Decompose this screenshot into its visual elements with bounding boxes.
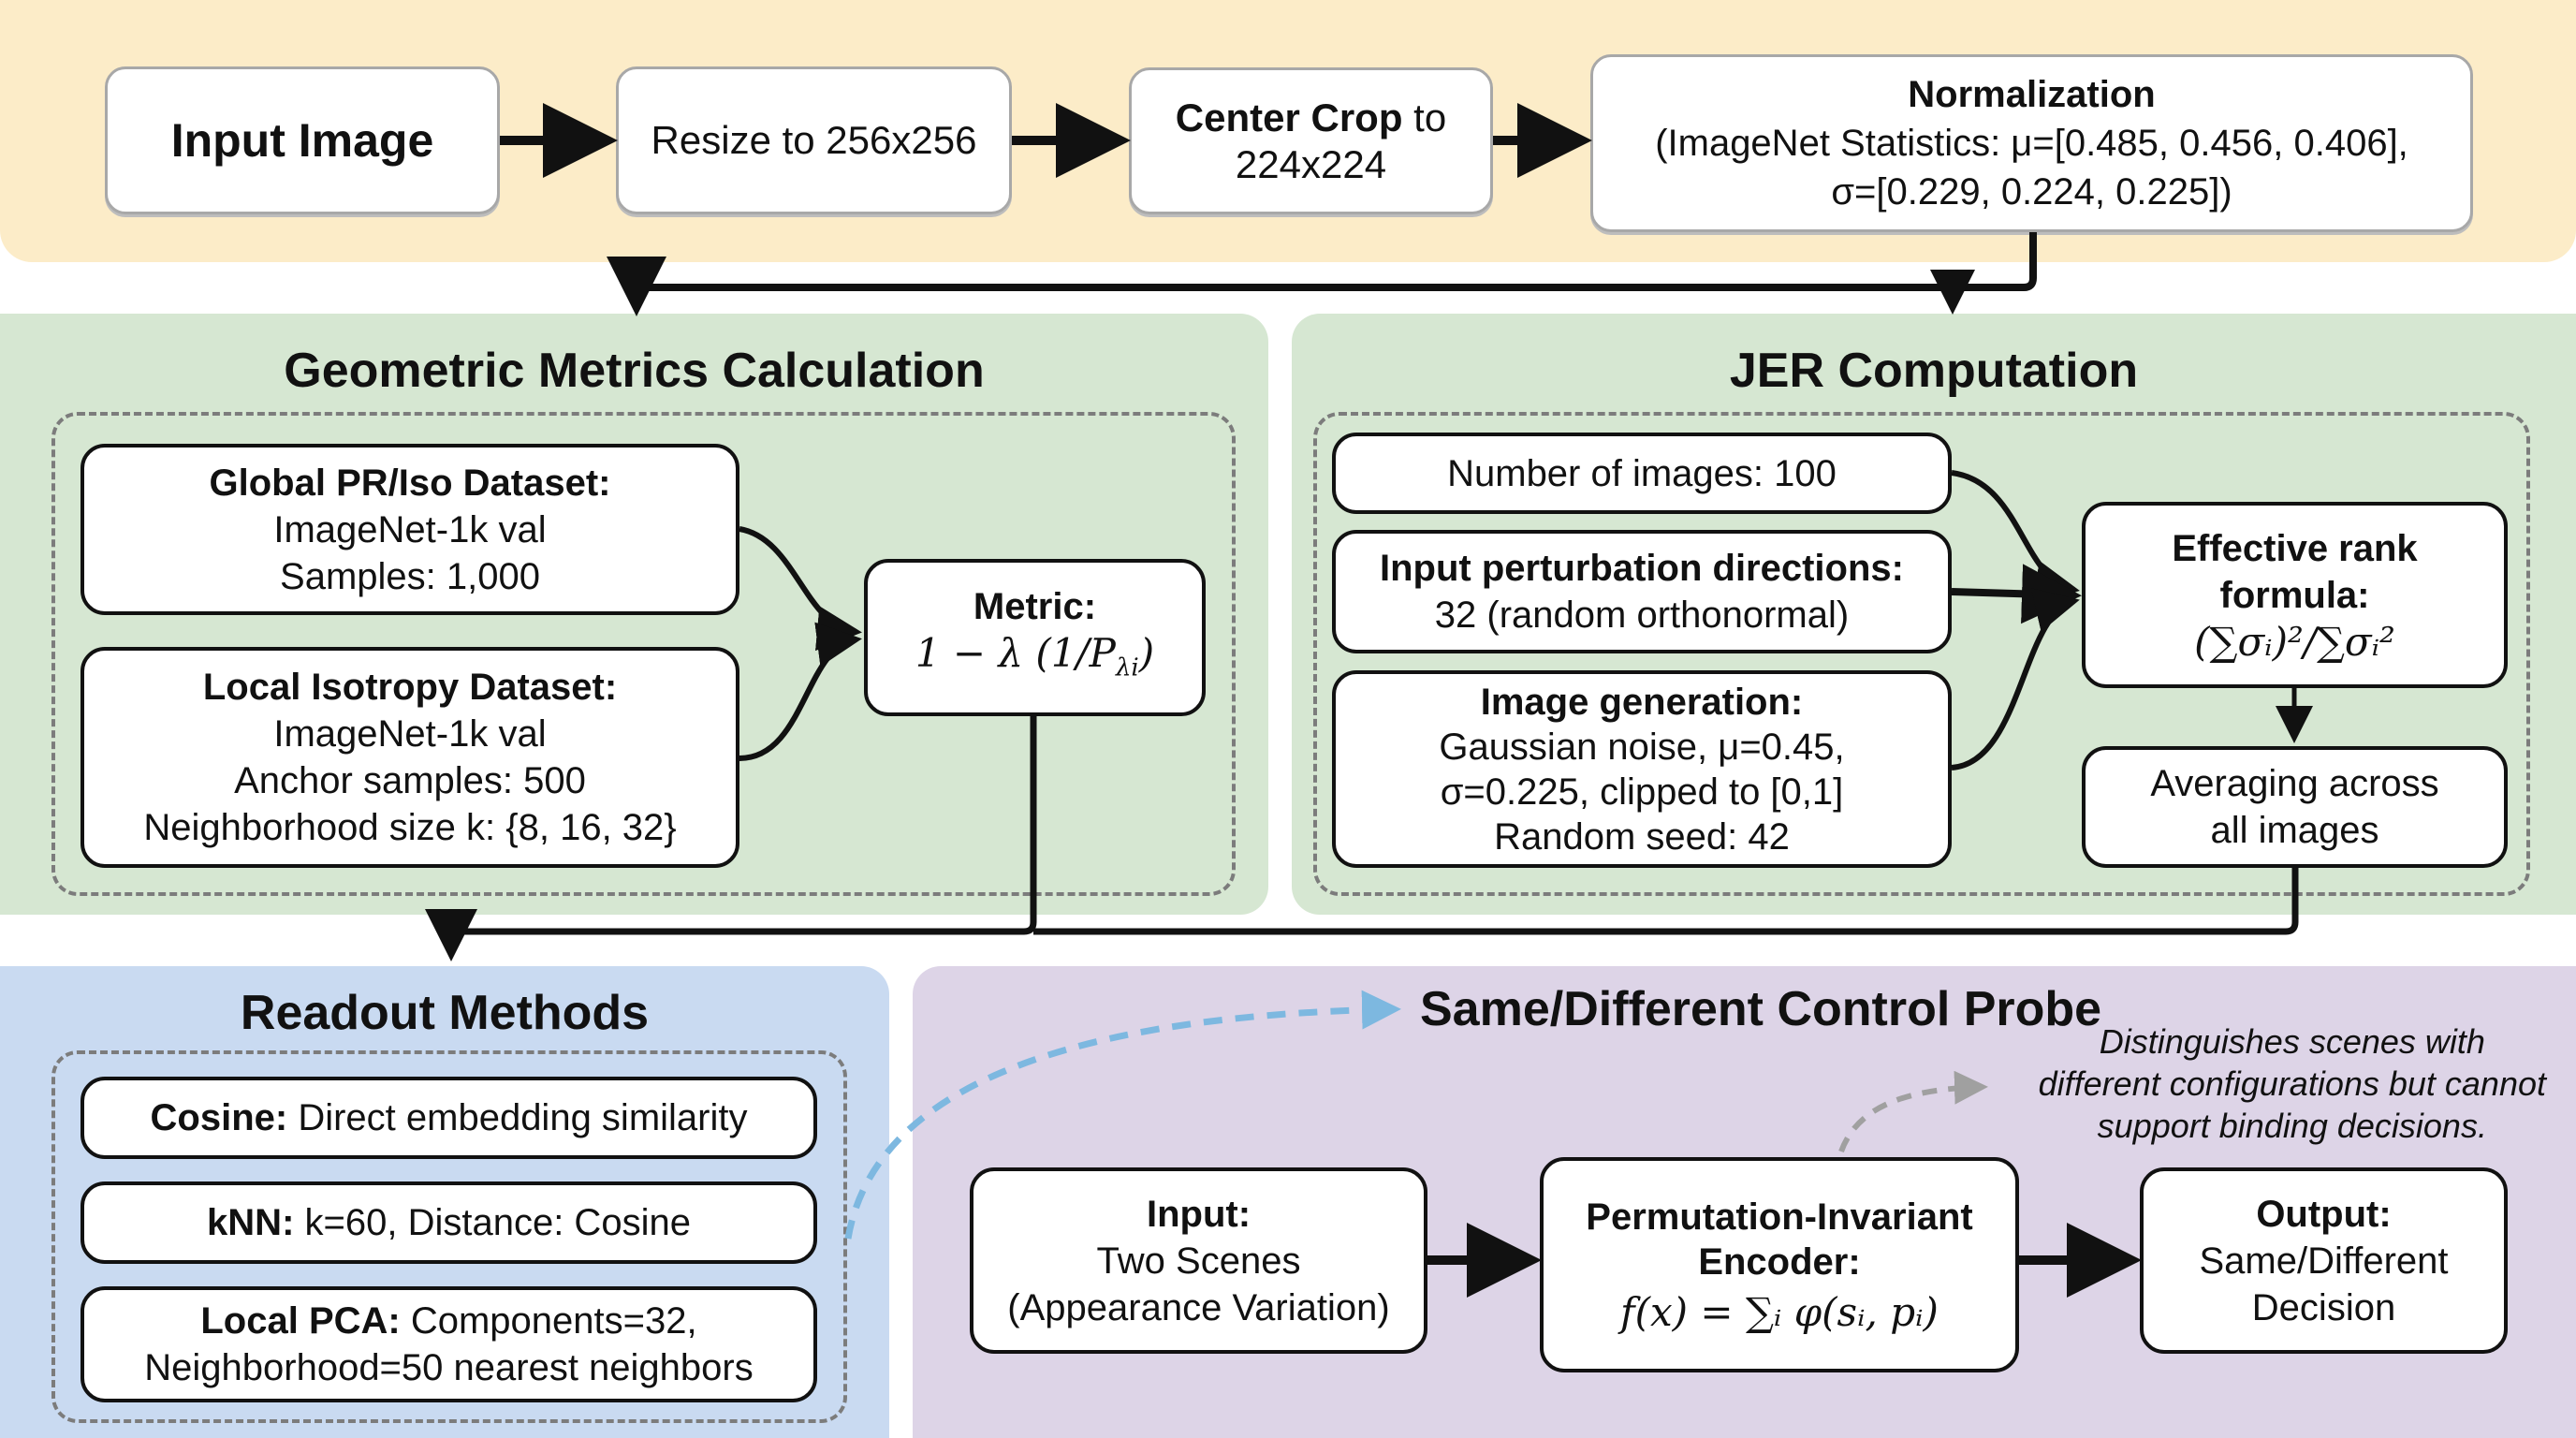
center-crop-node[interactable]: Center Crop to 224x224: [1129, 67, 1493, 214]
probe-title: Same/Different Control Probe: [1420, 982, 2102, 1036]
jer-title: JER Computation: [1729, 344, 2139, 398]
global-dataset-heading: Global PR/Iso Dataset:: [209, 462, 611, 504]
input-image-label: Input Image: [170, 114, 434, 167]
local-isotropy-node[interactable]: Local Isotropy Dataset: ImageNet-1k val …: [80, 647, 739, 868]
input-image-node[interactable]: Input Image: [105, 66, 500, 214]
averaging-line: all images: [2210, 810, 2379, 851]
local-isotropy-heading: Local Isotropy Dataset:: [202, 667, 618, 708]
probe-output-heading: Output:: [2256, 1193, 2392, 1235]
effective-rank-heading-2: formula:: [2219, 574, 2370, 616]
probe-output-node[interactable]: Output: Same/Different Decision: [2140, 1167, 2508, 1354]
knn-method-node[interactable]: kNN: k=60, Distance: Cosine: [80, 1181, 817, 1264]
global-dataset-line: ImageNet-1k val: [273, 508, 547, 550]
normalization-title: Normalization: [1908, 74, 2156, 115]
metric-formula: 1 − λ (1/Pλi): [915, 630, 1155, 682]
encoder-formula: f(x) = ∑ᵢ φ(sᵢ, pᵢ): [1620, 1289, 1939, 1335]
averaging-node[interactable]: Averaging across all images: [2082, 746, 2508, 868]
knn-label: kNN:: [207, 1202, 295, 1243]
image-generation-heading: Image generation:: [1480, 681, 1804, 723]
global-dataset-node[interactable]: Global PR/Iso Dataset: ImageNet-1k val S…: [80, 444, 739, 615]
effective-rank-formula: (∑σᵢ)²/∑σᵢ²: [2194, 618, 2395, 665]
metric-node[interactable]: Metric: 1 − λ (1/Pλi): [864, 559, 1206, 716]
image-generation-line: Gaussian noise, μ=0.45,: [1439, 726, 1845, 768]
effective-rank-node[interactable]: Effective rank formula: (∑σᵢ)²/∑σᵢ²: [2082, 502, 2508, 688]
perturbation-heading: Input perturbation directions:: [1380, 548, 1904, 589]
perturbation-value: 32 (random orthonormal): [1434, 594, 1850, 636]
perturbation-node[interactable]: Input perturbation directions: 32 (rando…: [1332, 530, 1952, 653]
local-isotropy-line: ImageNet-1k val: [273, 713, 547, 755]
geometric-title: Geometric Metrics Calculation: [284, 344, 985, 398]
cosine-label: Cosine:: [150, 1097, 288, 1138]
encoder-node[interactable]: Permutation-Invariant Encoder: f(x) = ∑ᵢ…: [1540, 1157, 2019, 1372]
normalization-node[interactable]: Normalization (ImageNet Statistics: μ=[0…: [1590, 54, 2473, 232]
probe-output-line: Decision: [2251, 1286, 2396, 1328]
center-crop-to: to: [1402, 95, 1447, 139]
local-pca-method-node[interactable]: Local PCA: Components=32, Neighborhood=5…: [80, 1286, 817, 1402]
local-pca-text-2: Neighborhood=50 nearest neighbors: [144, 1347, 754, 1388]
num-images-label: Number of images: 100: [1447, 452, 1837, 494]
probe-note-line: support binding decisions.: [2097, 1107, 2487, 1145]
center-crop-label: Center Crop: [1175, 95, 1403, 139]
local-isotropy-line: Neighborhood size k: {8, 16, 32}: [143, 807, 677, 848]
cosine-text: Direct embedding similarity: [287, 1097, 748, 1138]
image-generation-line: Random seed: 42: [1494, 815, 1790, 858]
knn-text: k=60, Distance: Cosine: [294, 1202, 691, 1243]
local-pca-text: Components=32,: [400, 1300, 697, 1342]
image-generation-node[interactable]: Image generation: Gaussian noise, μ=0.45…: [1332, 670, 1952, 868]
cosine-method-node[interactable]: Cosine: Direct embedding similarity: [80, 1077, 817, 1159]
center-crop-size: 224x224: [1235, 141, 1387, 186]
probe-input-node[interactable]: Input: Two Scenes (Appearance Variation): [970, 1167, 1427, 1354]
probe-output-line: Same/Different: [2199, 1240, 2449, 1282]
resize-node[interactable]: Resize to 256x256: [616, 66, 1012, 214]
probe-note-line: different configurations but cannot: [2038, 1064, 2546, 1103]
image-generation-line: σ=0.225, clipped to [0,1]: [1440, 770, 1844, 813]
averaging-line: Averaging across: [2150, 763, 2439, 804]
effective-rank-heading: Effective rank: [2172, 527, 2418, 569]
resize-label: Resize to 256x256: [651, 118, 977, 162]
probe-input-heading: Input:: [1146, 1193, 1251, 1235]
local-pca-label: Local PCA:: [200, 1300, 401, 1342]
probe-note: Distinguishes scenes with different conf…: [2039, 1020, 2546, 1147]
metric-heading: Metric:: [973, 586, 1097, 628]
normalization-mean: (ImageNet Statistics: μ=[0.485, 0.456, 0…: [1655, 123, 2408, 164]
local-isotropy-line: Anchor samples: 500: [234, 760, 586, 801]
probe-note-line: Distinguishes scenes with: [2099, 1022, 2485, 1061]
encoder-heading: Permutation-Invariant: [1586, 1196, 1973, 1238]
global-dataset-line: Samples: 1,000: [280, 555, 540, 597]
normalization-std: σ=[0.229, 0.224, 0.225]): [1831, 171, 2232, 213]
probe-input-line: (Appearance Variation): [1007, 1286, 1390, 1328]
num-images-node[interactable]: Number of images: 100: [1332, 433, 1952, 514]
encoder-heading-2: Encoder:: [1698, 1241, 1861, 1283]
readout-title: Readout Methods: [240, 986, 650, 1040]
probe-input-line: Two Scenes: [1096, 1240, 1301, 1282]
